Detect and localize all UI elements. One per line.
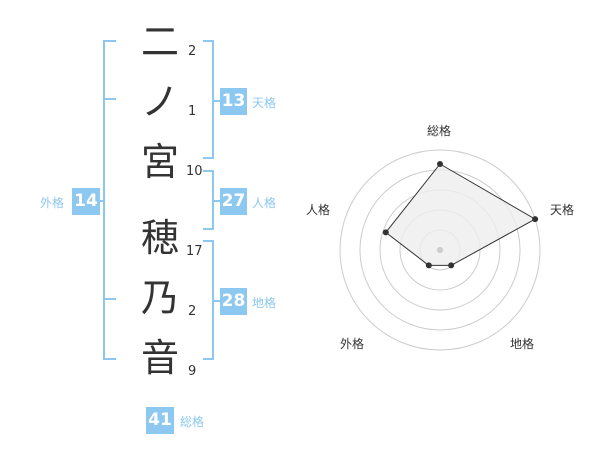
name-char-6: 音 [140,336,179,380]
radar-ring-1 [339,149,541,351]
tenkaku-label: 天格 [252,96,277,110]
chikaku-label: 地格 [252,296,277,310]
gaikaku-value: 14 [72,188,100,215]
radar-axis-label-soukaku: 総格 [427,124,452,138]
stroke-count-6: 9 [188,364,197,379]
radar-point-5 [382,229,389,236]
radar-axis-label-jinkaku: 人格 [306,203,331,217]
radar-axis-label-chikaku: 地格 [510,337,535,351]
radar-polygon [385,163,537,266]
radar-point-4 [425,262,432,269]
name-char-3: 宮 [140,140,179,184]
radar-axis-label-tenkaku: 天格 [550,203,575,217]
soukaku-value: 41 [146,407,174,434]
stroke-count-3: 10 [186,164,203,179]
name-char-5: 乃 [140,276,179,320]
name-char-2: ノ [140,80,179,124]
stroke-count-5: 2 [188,304,197,319]
radar-point-1 [437,161,443,167]
tenkaku-value: 13 [220,88,247,115]
chikaku-value: 28 [220,288,247,315]
soukaku-label: 総格 [180,415,205,429]
stroke-count-1: 2 [188,44,197,59]
stroke-count-2: 1 [188,104,197,119]
radar-point-2 [532,216,539,223]
jinkaku-value: 27 [220,188,247,215]
radar-point-3 [448,262,455,269]
gaikaku-label: 外格 [40,196,65,210]
name-char-4: 穂 [140,216,179,260]
name-char-1: 二 [140,20,179,64]
radar-center [437,247,443,253]
jinkaku-label: 人格 [252,196,277,210]
stroke-count-4: 17 [186,244,203,259]
radar-axis-label-gaikaku: 外格 [340,337,365,351]
